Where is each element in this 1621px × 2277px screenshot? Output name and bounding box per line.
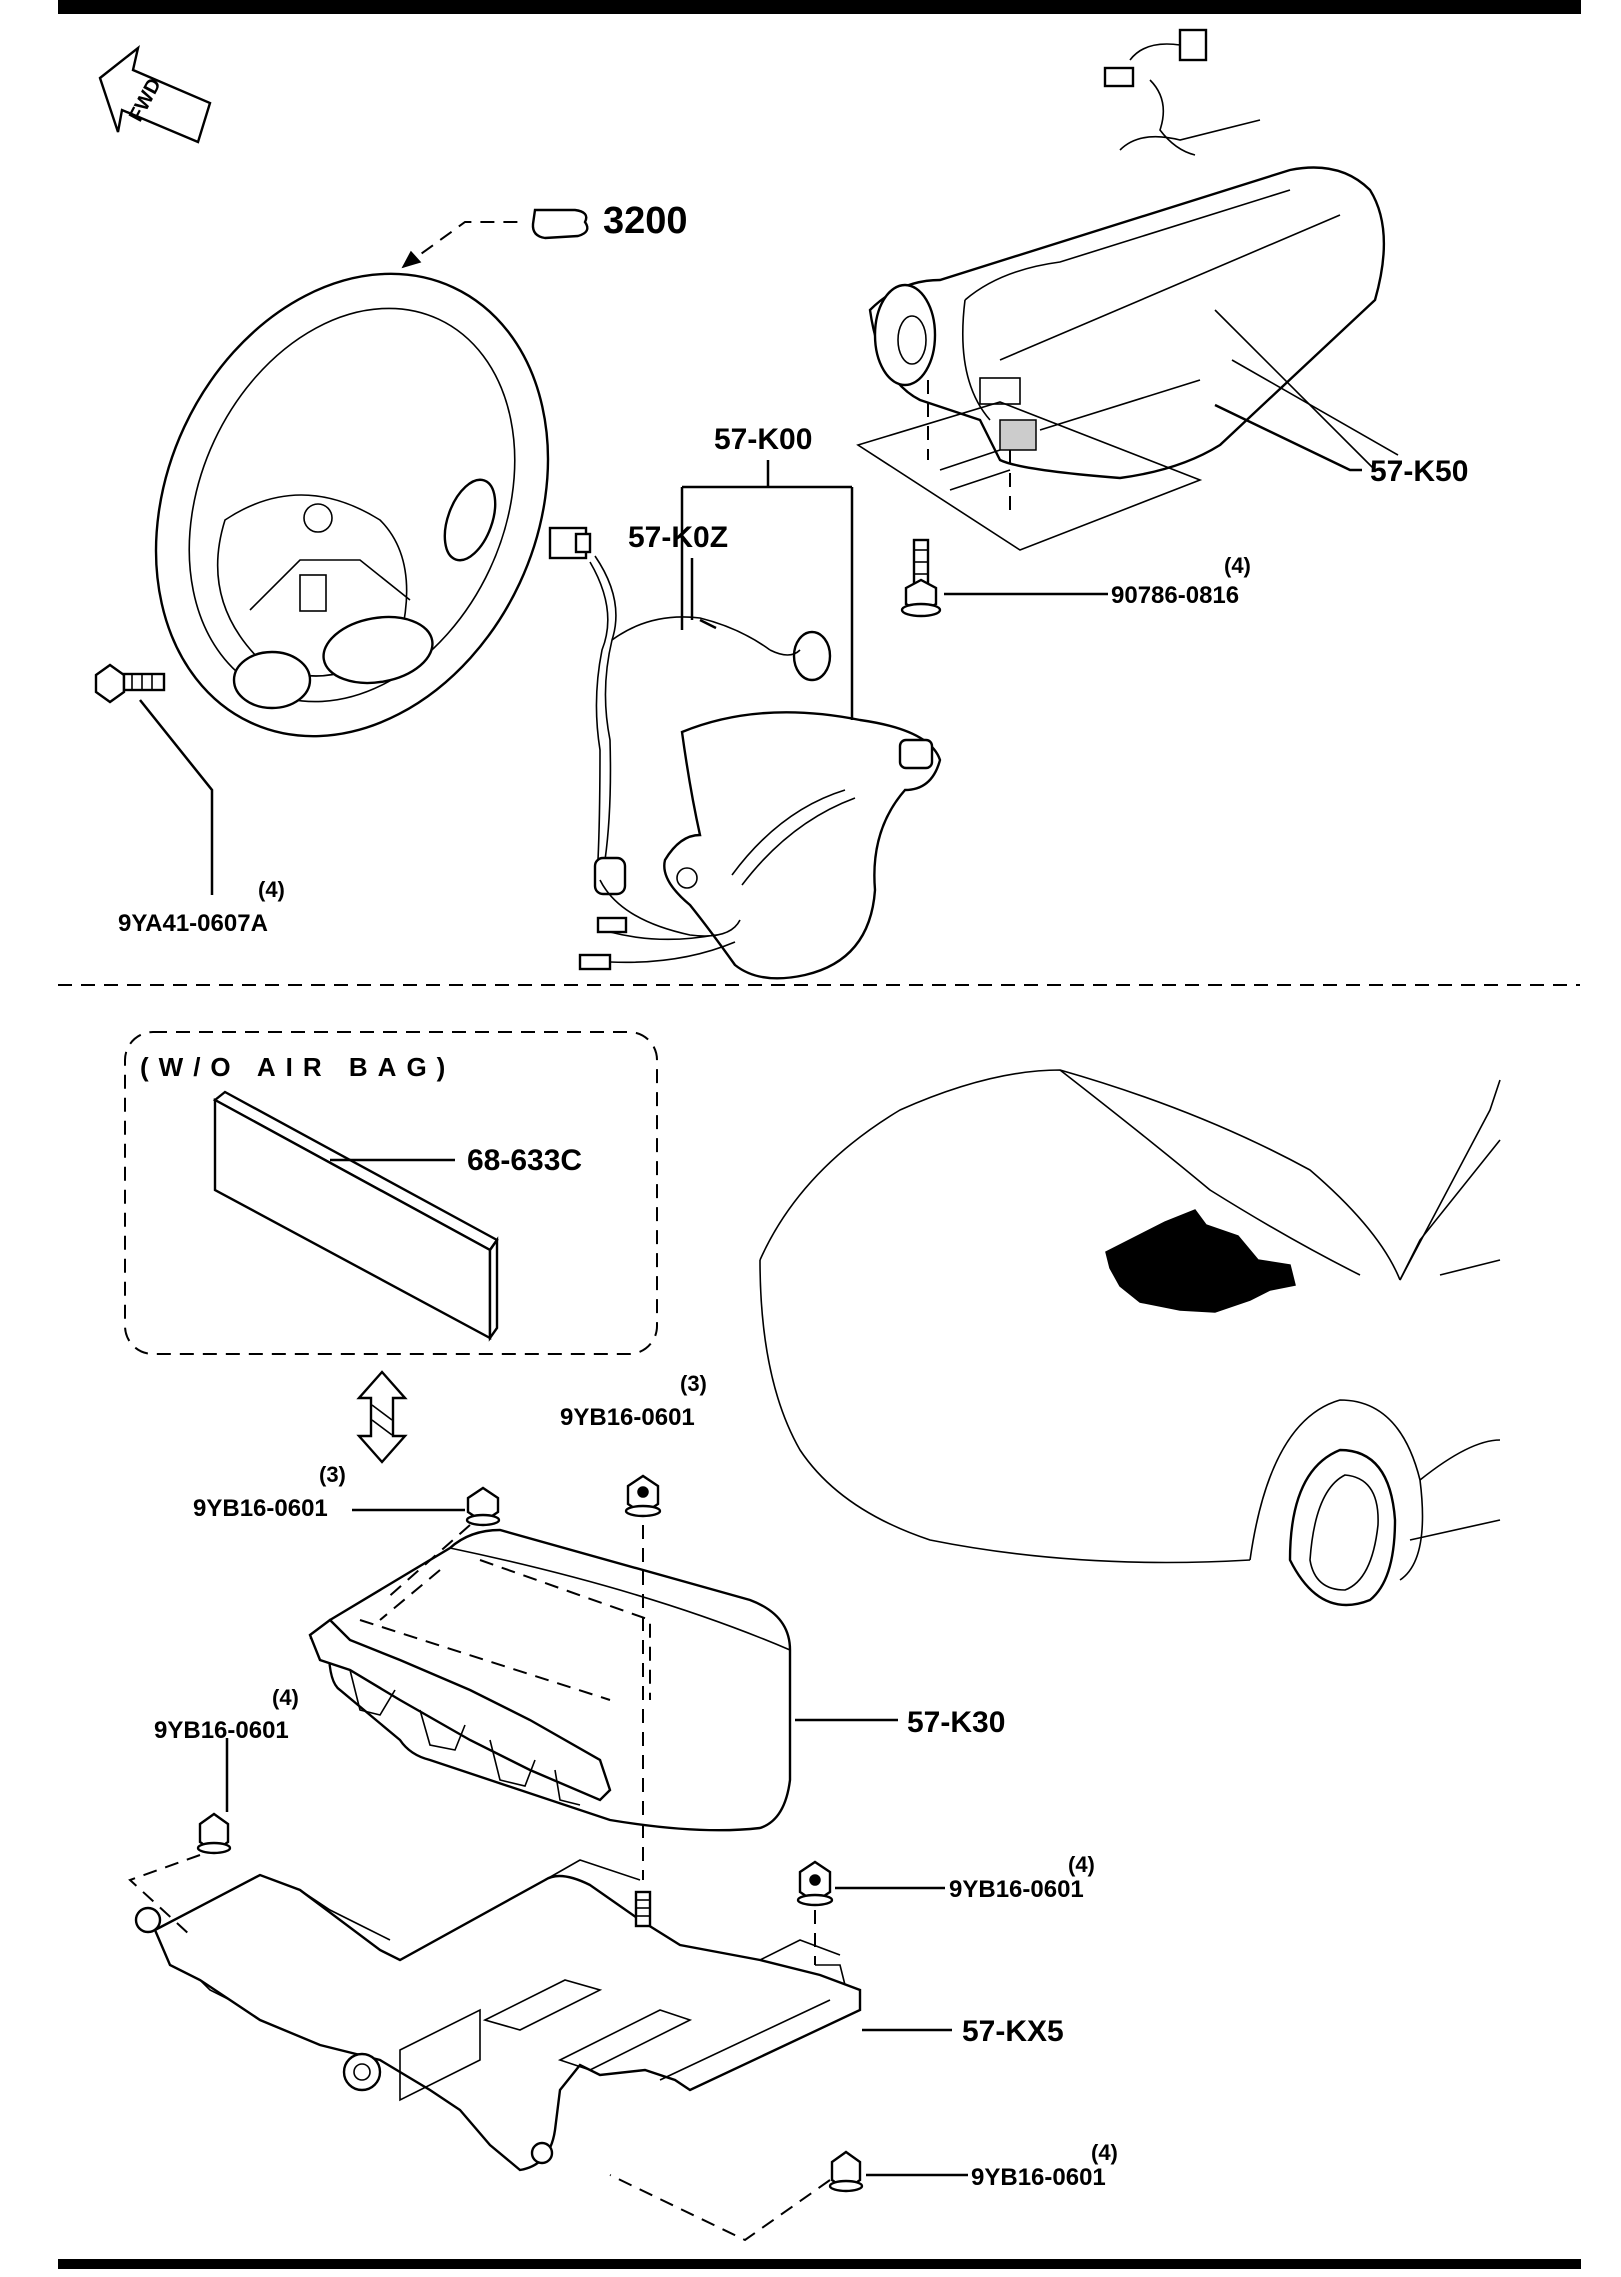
ref-3200-label: 3200	[603, 200, 688, 242]
part-no-nut-top-center: 9YB16-0601	[560, 1404, 695, 1431]
qty-nut-left: (4)	[272, 1685, 299, 1710]
driver-airbag-module-illustration	[663, 711, 942, 980]
sas-unit-illustration	[308, 1528, 792, 1832]
bracket-57-k00	[680, 460, 854, 720]
passenger-bolt-icon	[900, 538, 942, 618]
part-no-57-k0z: 57-K0Z	[628, 521, 728, 554]
part-no-nut-right: 9YB16-0601	[949, 1876, 1084, 1903]
fwd-arrow-icon: FWD	[98, 44, 212, 144]
qty-90786: (4)	[1224, 553, 1251, 578]
part-no-nut-top-left: 9YB16-0601	[193, 1495, 328, 1522]
qty-9ya41: (4)	[258, 877, 285, 902]
dash-edge-line-2	[1039, 379, 1201, 431]
part-no-nut-left: 9YB16-0601	[154, 1717, 289, 1744]
qty-nut-top-center: (3)	[680, 1371, 707, 1396]
path-nut-top-left	[384, 1524, 471, 1601]
stud-icon	[634, 1890, 652, 1928]
passenger-airbag-module-illustration	[868, 28, 1386, 480]
hand-pointer-icon	[531, 208, 589, 240]
steering-wheel-illustration	[154, 272, 550, 738]
steering-wheel-bolt-icon	[94, 663, 166, 704]
cover-plate-illustration	[212, 1090, 499, 1342]
airbag-harness-illustration	[548, 526, 832, 971]
nut-right-icon	[796, 1860, 834, 1907]
leader-57-k50	[1214, 403, 1362, 472]
wo-airbag-box-title: (W/O AIR BAG)	[140, 1052, 455, 1082]
part-no-57-kx5: 57-KX5	[962, 2015, 1064, 2048]
reference-pointer-3200: 3200	[401, 200, 688, 269]
qty-nut-top-left: (3)	[319, 1462, 346, 1487]
part-no-57-k00: 57-K00	[714, 423, 812, 456]
double-arrow-icon	[356, 1370, 408, 1464]
bracket-illustration	[134, 1859, 862, 2172]
part-no-9ya41-0607a: 9YA41-0607A	[118, 910, 268, 937]
dash-edge-line	[1214, 309, 1376, 471]
passenger-mount-plate	[856, 401, 1203, 551]
dash-edge-line-3	[1231, 359, 1399, 456]
qty-nut-right: (4)	[1068, 1852, 1095, 1877]
qty-nut-bottom: (4)	[1091, 2140, 1118, 2165]
vehicle-front-illustration	[759, 1069, 1501, 1607]
nut-top-left-icon	[465, 1486, 501, 1527]
part-no-nut-bottom: 9YB16-0601	[971, 2164, 1106, 2191]
sas-unit-location-highlight	[1105, 1209, 1296, 1313]
nut-top-center-icon	[624, 1474, 662, 1518]
part-no-68-633c: 68-633C	[467, 1144, 582, 1177]
nut-bottom-icon	[828, 2150, 864, 2193]
part-no-90786-0816: 90786-0816	[1111, 582, 1239, 609]
bottom-border-rule	[58, 2259, 1581, 2269]
wo-airbag-box	[124, 1031, 658, 1355]
leader-bolt-9ya41	[139, 699, 214, 895]
path-nut-bottom	[609, 2174, 831, 2242]
path-nut-left	[128, 1854, 201, 1936]
part-no-57-k30: 57-K30	[907, 1706, 1005, 1739]
part-no-57-k50: 57-K50	[1370, 455, 1468, 488]
nut-left-icon	[196, 1812, 232, 1855]
top-border-rule	[58, 0, 1581, 14]
